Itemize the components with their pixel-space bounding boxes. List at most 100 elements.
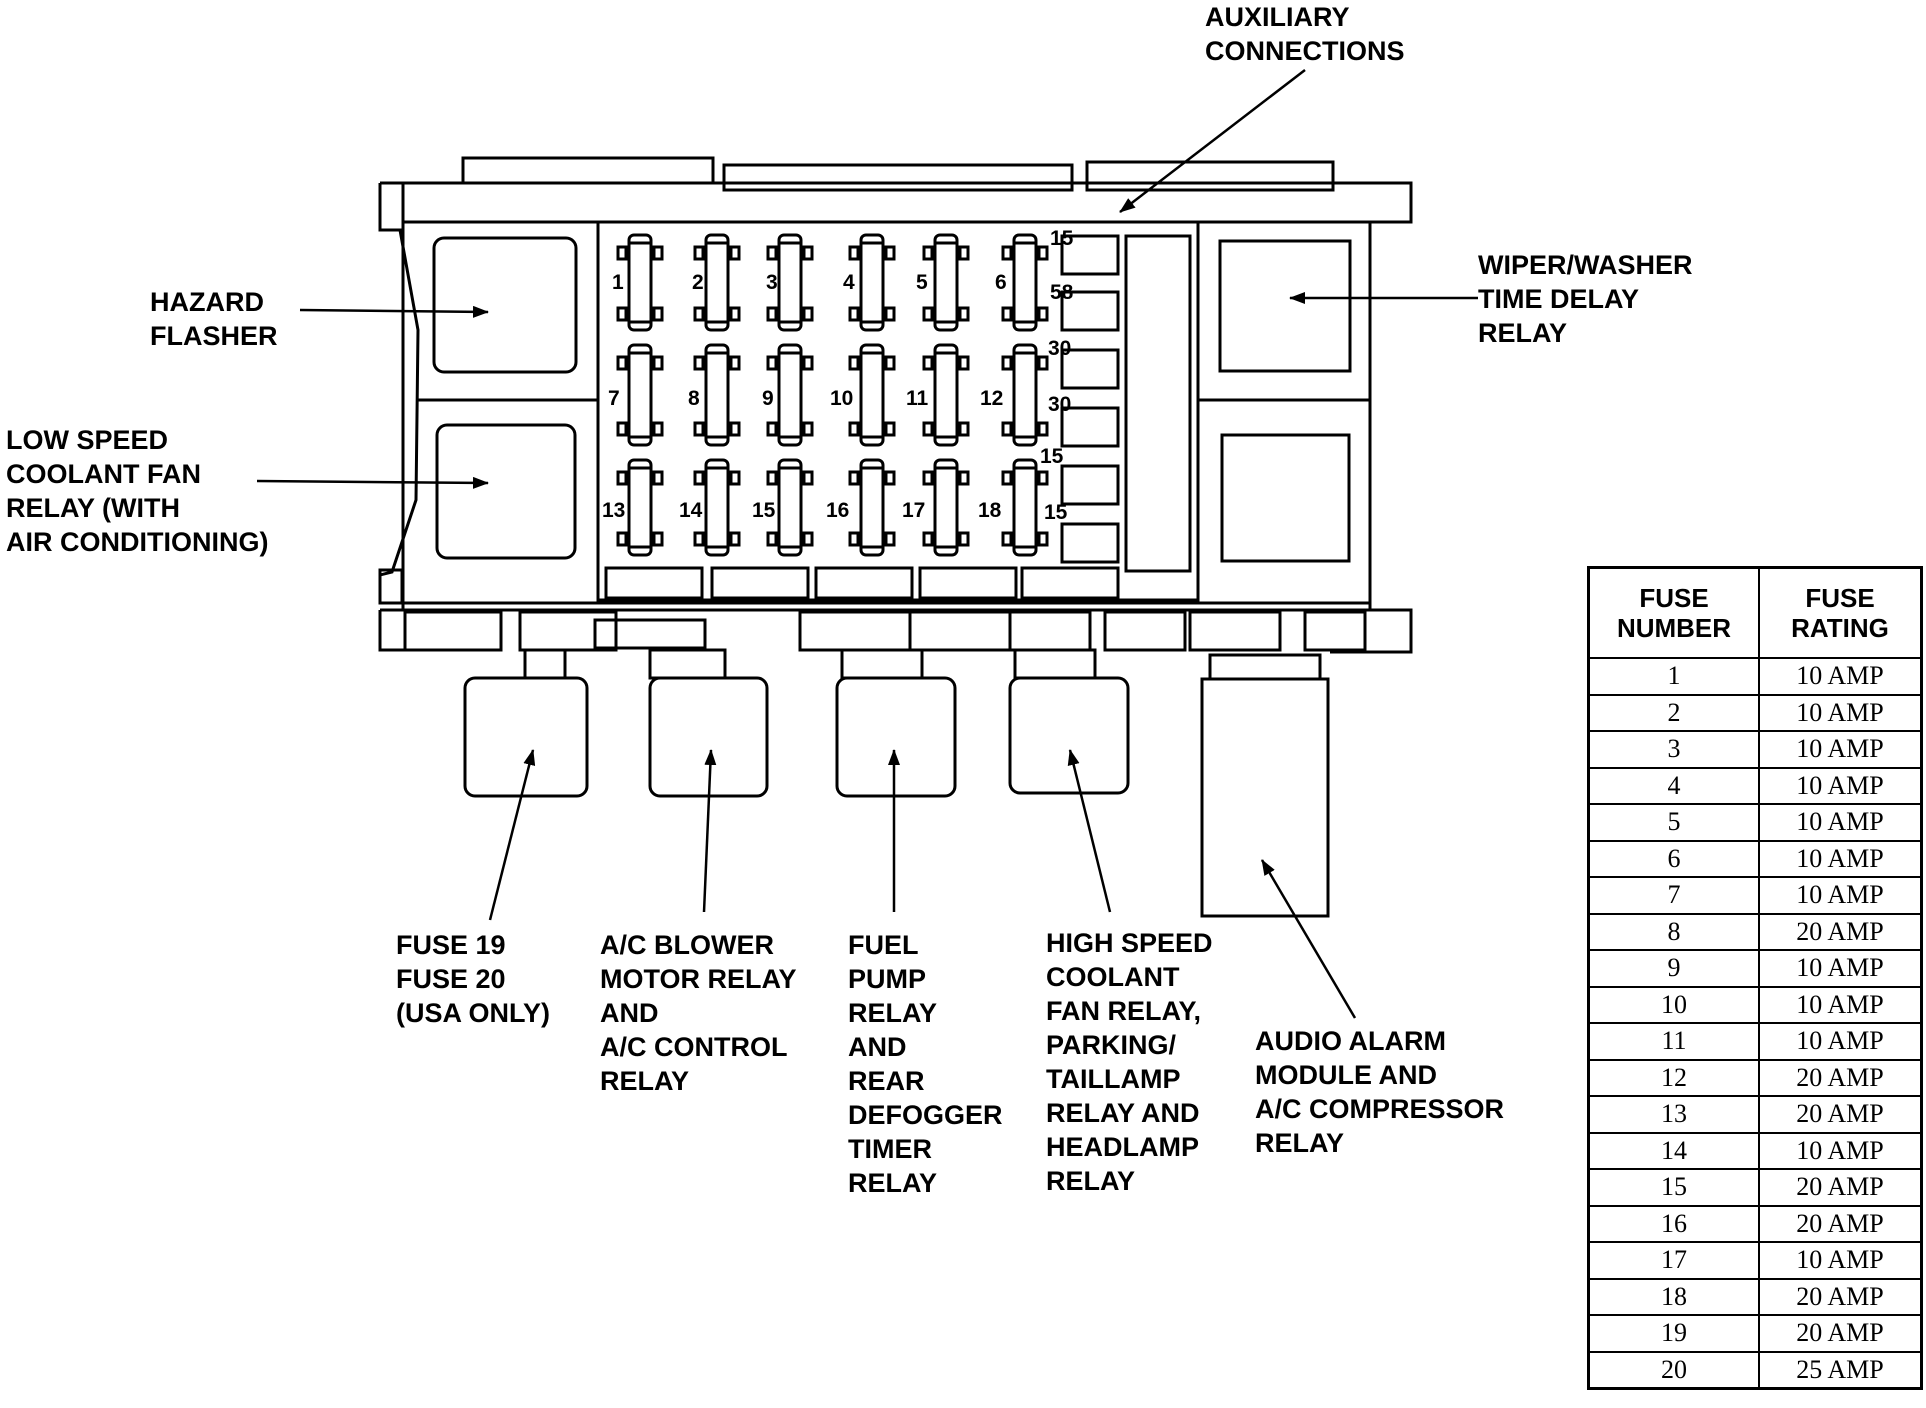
fuse-rating-cell: 20 AMP	[1758, 912, 1923, 951]
top-tabs	[461, 156, 1335, 192]
fuse	[766, 458, 814, 557]
fuse-number-label: 11	[906, 387, 929, 410]
fuse-number-cell: 3	[1587, 730, 1760, 769]
terminal-number-label: 15	[1044, 501, 1068, 524]
left-relays	[416, 236, 598, 560]
fuse-number-cell: 19	[1587, 1314, 1760, 1353]
fuse	[848, 458, 896, 557]
fuse-number-cell: 15	[1587, 1168, 1760, 1207]
fuse-number-label: 15	[752, 499, 776, 522]
fuse	[922, 343, 970, 447]
fuse-rating-cell: 10 AMP	[1758, 657, 1923, 696]
fuse	[693, 233, 741, 332]
fuse-number-cell: 11	[1587, 1022, 1760, 1061]
fuse-number-label: 4	[843, 271, 855, 294]
fuse	[616, 343, 664, 447]
fuse-number-cell: 10	[1587, 985, 1760, 1024]
fuse-number-cell: 4	[1587, 766, 1760, 805]
fuse-number-label: 2	[692, 271, 704, 294]
fuse-rating-cell: 10 AMP	[1758, 839, 1923, 878]
fuse-number-cell: 20	[1587, 1350, 1760, 1390]
fuse-rating-cell: 20 AMP	[1758, 1204, 1923, 1243]
fuse-rating-cell: 20 AMP	[1758, 1168, 1923, 1207]
fuse-number-label: 13	[602, 499, 626, 522]
terminal-number-label: 30	[1048, 337, 1072, 360]
leader-arrows	[256, 69, 1478, 1019]
fuse	[616, 458, 664, 557]
fuse-number-cell: 13	[1587, 1095, 1760, 1134]
fuse-rating-cell: 10 AMP	[1758, 1022, 1923, 1061]
fuse	[848, 233, 896, 332]
fuse-rating-cell: 10 AMP	[1758, 876, 1923, 915]
fuse-number-cell: 17	[1587, 1241, 1760, 1280]
fuse-rating-cell: 20 AMP	[1758, 1058, 1923, 1097]
fuse-number-cell: 18	[1587, 1277, 1760, 1316]
fuse-rating-cell: 25 AMP	[1758, 1350, 1923, 1390]
fuse-number-cell: 9	[1587, 949, 1760, 988]
fuse-rating-cell: 10 AMP	[1758, 803, 1923, 842]
fuse	[922, 233, 970, 332]
fuse-number-cell: 1	[1587, 657, 1760, 696]
fuse-number-cell: 16	[1587, 1204, 1760, 1243]
fuse-box-housing	[378, 181, 1413, 654]
fuse-rating-cell: 10 AMP	[1758, 1241, 1923, 1280]
fuse-number-cell: 5	[1587, 803, 1760, 842]
bottom-modules	[403, 610, 1367, 918]
fuse-number-cell: 7	[1587, 876, 1760, 915]
fuse-rating-cell: 10 AMP	[1758, 730, 1923, 769]
fuse	[848, 343, 896, 447]
fuse-number-cell: 2	[1587, 693, 1760, 732]
fuse	[693, 458, 741, 557]
fuse	[1001, 343, 1049, 447]
fuse-rating-cell: 10 AMP	[1758, 985, 1923, 1024]
terminal-number-label: 15	[1040, 445, 1064, 468]
fuse-number-cell: 6	[1587, 839, 1760, 878]
fuse	[1001, 458, 1049, 557]
fuse-rating-cell: 20 AMP	[1758, 1095, 1923, 1134]
fuse-number-label: 7	[608, 387, 620, 410]
fuse	[922, 458, 970, 557]
fuse-number-label: 16	[826, 499, 850, 522]
fuse-number-label: 1	[612, 271, 624, 294]
fuse-number-label: 9	[762, 387, 774, 410]
terminal-number-label: 58	[1050, 281, 1074, 304]
terminal-number-label: 30	[1048, 393, 1072, 416]
bottom-slot-row	[604, 566, 1120, 600]
terminal-number-label: 15	[1050, 227, 1074, 250]
fuse-number-label: 10	[830, 387, 854, 410]
fuse-number-label: 18	[978, 499, 1002, 522]
fuse	[616, 233, 664, 332]
fuse-rating-cell: 10 AMP	[1758, 949, 1923, 988]
